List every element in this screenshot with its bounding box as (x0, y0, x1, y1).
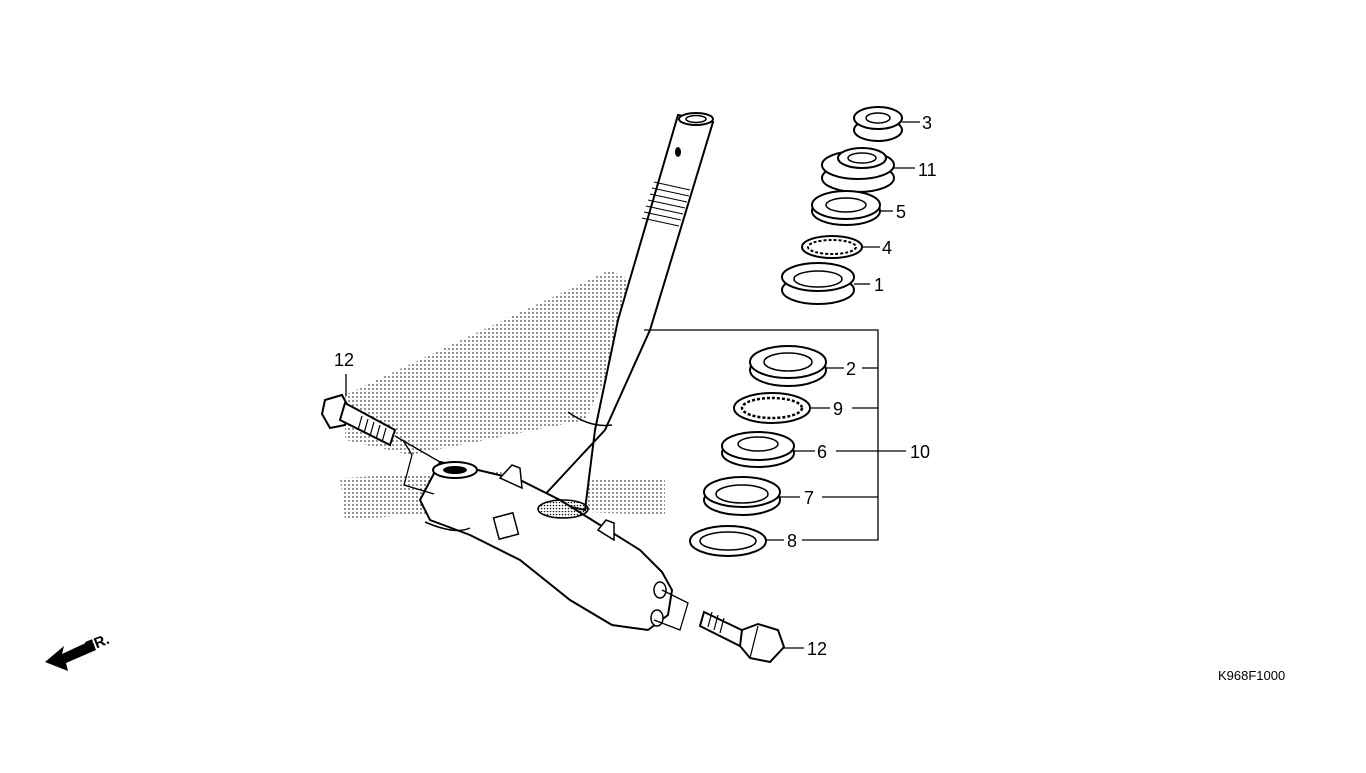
race-6[interactable] (721, 431, 795, 468)
callout-12-left: 12 (334, 350, 354, 370)
callout-8: 8 (787, 531, 797, 551)
front-indicator: FR. (45, 631, 112, 671)
bolt-left[interactable] (320, 393, 397, 447)
callout-11: 11 (918, 160, 937, 180)
bolt-right-guide (653, 589, 689, 631)
bolt-left-guide (394, 435, 441, 495)
bolt-right[interactable] (698, 610, 786, 664)
callout-4: 4 (882, 238, 892, 258)
bottom-bridge[interactable] (418, 460, 674, 632)
callout-12-right: 12 (807, 639, 827, 659)
callouts: 3 11 5 4 1 2 9 6 10 7 8 12 12 (334, 113, 937, 659)
front-label: FR. (83, 631, 112, 656)
callout-2: 2 (846, 359, 856, 379)
callout-7: 7 (804, 488, 814, 508)
race-2[interactable] (749, 345, 827, 387)
callout-10: 10 (910, 442, 930, 462)
callout-9: 9 (833, 399, 843, 419)
nut-3[interactable] (853, 106, 903, 142)
race-1[interactable] (781, 262, 855, 305)
leader-lines (345, 121, 920, 649)
bearing-4[interactable] (801, 235, 863, 259)
seal-7[interactable] (703, 476, 781, 516)
steering-stem[interactable] (538, 112, 715, 512)
nut-11[interactable] (821, 147, 895, 193)
callout-5: 5 (896, 202, 906, 222)
diagram-code: K968F1000 (1218, 668, 1285, 683)
race-5[interactable] (811, 190, 881, 226)
front-arrow-icon (45, 640, 96, 671)
washer-8[interactable] (689, 525, 767, 557)
bearing-9[interactable] (733, 392, 811, 424)
callout-3: 3 (922, 113, 932, 133)
callout-6: 6 (817, 442, 827, 462)
callout-1: 1 (874, 275, 884, 295)
